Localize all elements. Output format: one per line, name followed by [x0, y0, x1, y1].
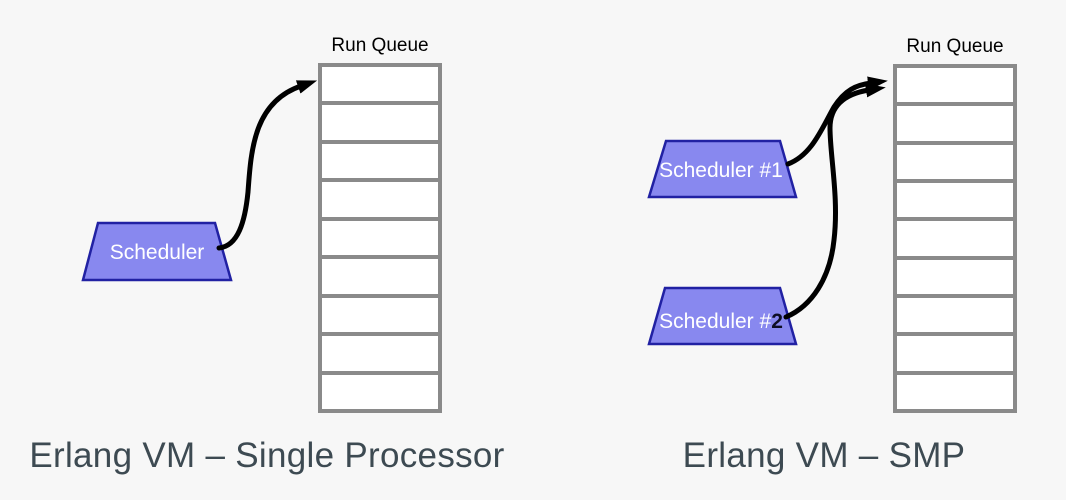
run-queue-right	[893, 64, 1017, 413]
run-queue-title-right: Run Queue	[906, 36, 1004, 57]
queue-slot	[322, 336, 438, 371]
queue-slot	[322, 259, 438, 294]
queue-slot	[897, 106, 1013, 141]
queue-slot	[322, 374, 438, 409]
arrow-scheduler-to-runqueue	[216, 80, 318, 251]
queue-slot	[897, 297, 1013, 333]
queue-slot	[322, 143, 438, 179]
scheduler1-trapezoid	[647, 139, 798, 199]
queue-slot	[897, 259, 1013, 294]
queue-slot	[322, 297, 438, 333]
scheduler-trapezoid	[81, 221, 233, 282]
queue-slot	[897, 221, 1013, 256]
queue-slot	[322, 182, 438, 217]
queue-slot	[897, 182, 1013, 218]
queue-slot	[897, 336, 1013, 371]
queue-slot	[897, 68, 1013, 103]
queue-slot	[322, 67, 438, 102]
arrow-scheduler2-to-runqueue	[783, 83, 886, 320]
caption-smp: Erlang VM – SMP	[682, 436, 966, 475]
queue-slot	[322, 220, 438, 256]
queue-slot	[897, 374, 1013, 409]
run-queue-left	[318, 63, 442, 413]
run-queue-title-left: Run Queue	[331, 35, 429, 56]
queue-slot	[897, 144, 1013, 179]
scheduler-label: Scheduler	[110, 241, 205, 264]
scheduler2-label: Scheduler #2	[659, 310, 783, 333]
caption-single-processor: Erlang VM – Single Processor	[29, 436, 505, 475]
queue-slot	[322, 105, 438, 140]
scheduler1-label: Scheduler #1	[659, 159, 783, 182]
scheduler2-trapezoid	[647, 286, 798, 346]
